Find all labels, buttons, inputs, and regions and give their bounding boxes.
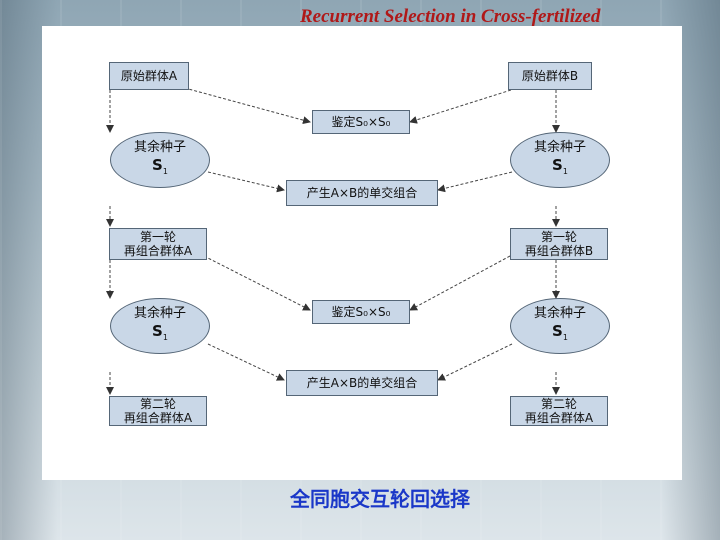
- round1-b-line1: 第一轮: [540, 230, 577, 244]
- round1-a-line1: 第一轮: [139, 230, 176, 244]
- round1-b-line2: 再组合群体B: [524, 244, 594, 258]
- arrow-round1a-center3: [203, 255, 311, 311]
- box-round1-population-a: 第一轮 再组合群体A: [109, 228, 207, 260]
- box-original-population-a: 原始群体A: [109, 62, 189, 90]
- slide-caption: 全同胞交互轮回选择: [290, 487, 470, 511]
- box-original-population-a-label: 原始群体A: [120, 69, 178, 83]
- round2-b-line1: 第二轮: [540, 397, 577, 411]
- arrow-seedb-center2: [437, 171, 513, 193]
- slide-title: Recurrent Selection in Cross-fertilized: [300, 6, 601, 27]
- box-single-cross-2: 产生A×B的单交组合: [286, 370, 438, 396]
- round2-a-line2: 再组合群体A: [123, 411, 193, 425]
- box-single-cross-2-label: 产生A×B的单交组合: [306, 376, 418, 390]
- seed-label: 其余种子: [533, 305, 586, 321]
- diagram-connectors: [106, 83, 560, 395]
- box-identify-s0-1: 鉴定S₀×S₀: [312, 110, 410, 134]
- arrow-round1b-center3: [409, 255, 511, 311]
- box-single-cross-1-label: 产生A×B的单交组合: [306, 186, 418, 200]
- ellipse-seed-b-1: 其余种子 S1: [510, 132, 610, 188]
- seed-symbol: S1: [152, 155, 168, 176]
- seed-symbol: S1: [552, 155, 568, 176]
- box-original-population-b: 原始群体B: [508, 62, 592, 90]
- box-single-cross-1: 产生A×B的单交组合: [286, 180, 438, 206]
- seed-symbol: S1: [552, 321, 568, 342]
- arrow-popb-center1: [409, 83, 531, 124]
- arrow-popa-center1: [169, 83, 311, 125]
- arrow-seeda2-center4: [207, 343, 285, 381]
- arrow-seedb2-center4: [437, 343, 513, 381]
- seed-label: 其余种子: [133, 305, 186, 321]
- box-round2-population-b: 第二轮 再组合群体A: [510, 396, 608, 426]
- round2-b-line2: 再组合群体A: [524, 411, 594, 425]
- box-identify-s0-1-label: 鉴定S₀×S₀: [331, 115, 391, 129]
- box-round2-population-a: 第二轮 再组合群体A: [109, 396, 207, 426]
- seed-symbol: S1: [152, 321, 168, 342]
- box-identify-s0-2-label: 鉴定S₀×S₀: [331, 305, 391, 319]
- box-original-population-b-label: 原始群体B: [521, 69, 579, 83]
- round2-a-line1: 第二轮: [139, 397, 176, 411]
- seed-label: 其余种子: [133, 139, 186, 155]
- arrow-seeda-center2: [207, 171, 285, 193]
- box-round1-population-b: 第一轮 再组合群体B: [510, 228, 608, 260]
- ellipse-seed-a-2: 其余种子 S1: [110, 298, 210, 354]
- round1-a-line2: 再组合群体A: [123, 244, 193, 258]
- ellipse-seed-b-2: 其余种子 S1: [510, 298, 610, 354]
- ellipse-seed-a-1: 其余种子 S1: [110, 132, 210, 188]
- diagram-panel: 原始群体A 原始群体B 鉴定S₀×S₀ 产生A×B的单交组合 鉴定S₀×S₀ 产…: [42, 26, 682, 480]
- box-identify-s0-2: 鉴定S₀×S₀: [312, 300, 410, 324]
- seed-label: 其余种子: [533, 139, 586, 155]
